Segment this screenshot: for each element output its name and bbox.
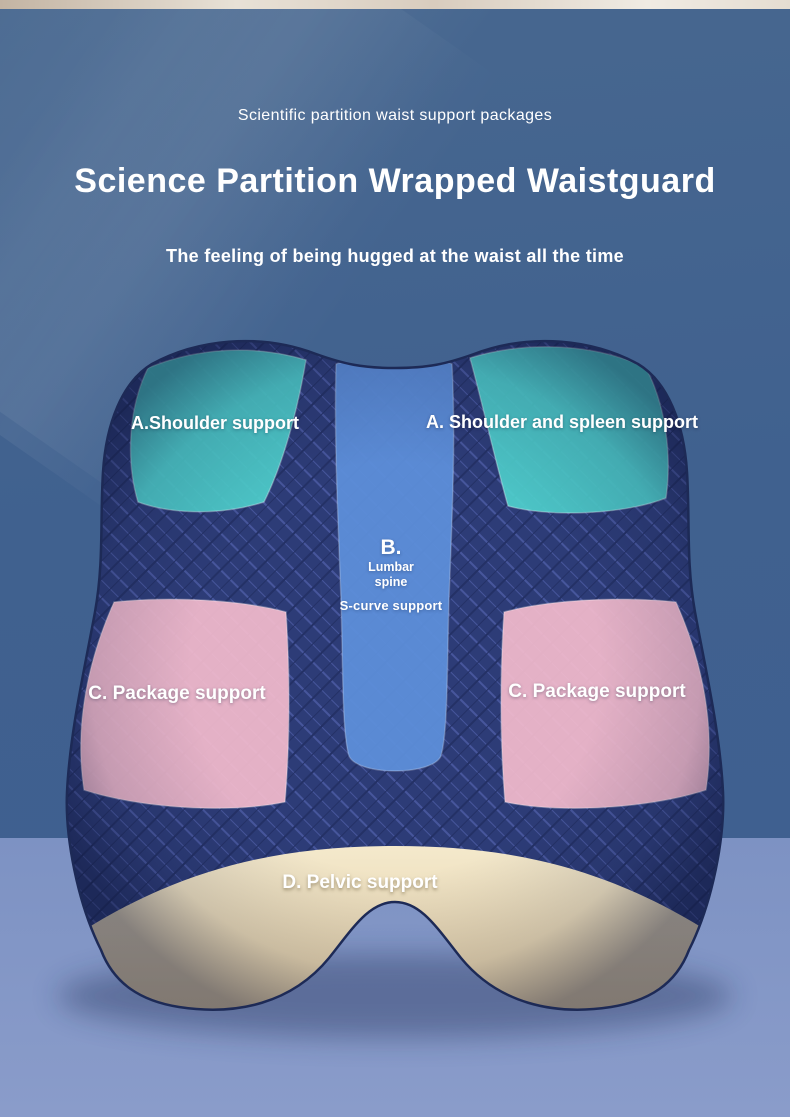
- lumbar-letter: B.: [380, 536, 402, 559]
- zone-label-shoulder-right: A. Shoulder and spleen support: [425, 412, 699, 432]
- zone-label-shoulder-left: A.Shoulder support: [131, 413, 299, 433]
- zone-label-package-right: C. Package support: [508, 681, 686, 702]
- subtitle-text: The feeling of being hugged at the waist…: [166, 246, 624, 266]
- zone-label-lumbar: B. Lumbar spine S-curve support: [340, 536, 443, 613]
- lumbar-line1: Lumbar: [368, 560, 414, 574]
- tagline-text: Scientific partition waist support packa…: [237, 107, 553, 124]
- page-title: Science Partition Wrapped Waistguard: [74, 162, 716, 200]
- zone-label-pelvic: D. Pelvic support: [282, 872, 438, 893]
- zone-label-package-left: C. Package support: [88, 683, 266, 704]
- top-accent-strip: [0, 0, 790, 9]
- lumbar-line2: spine: [374, 575, 408, 589]
- cushion-edge-shading: [66, 341, 724, 1010]
- lumbar-line3: S-curve support: [339, 598, 443, 613]
